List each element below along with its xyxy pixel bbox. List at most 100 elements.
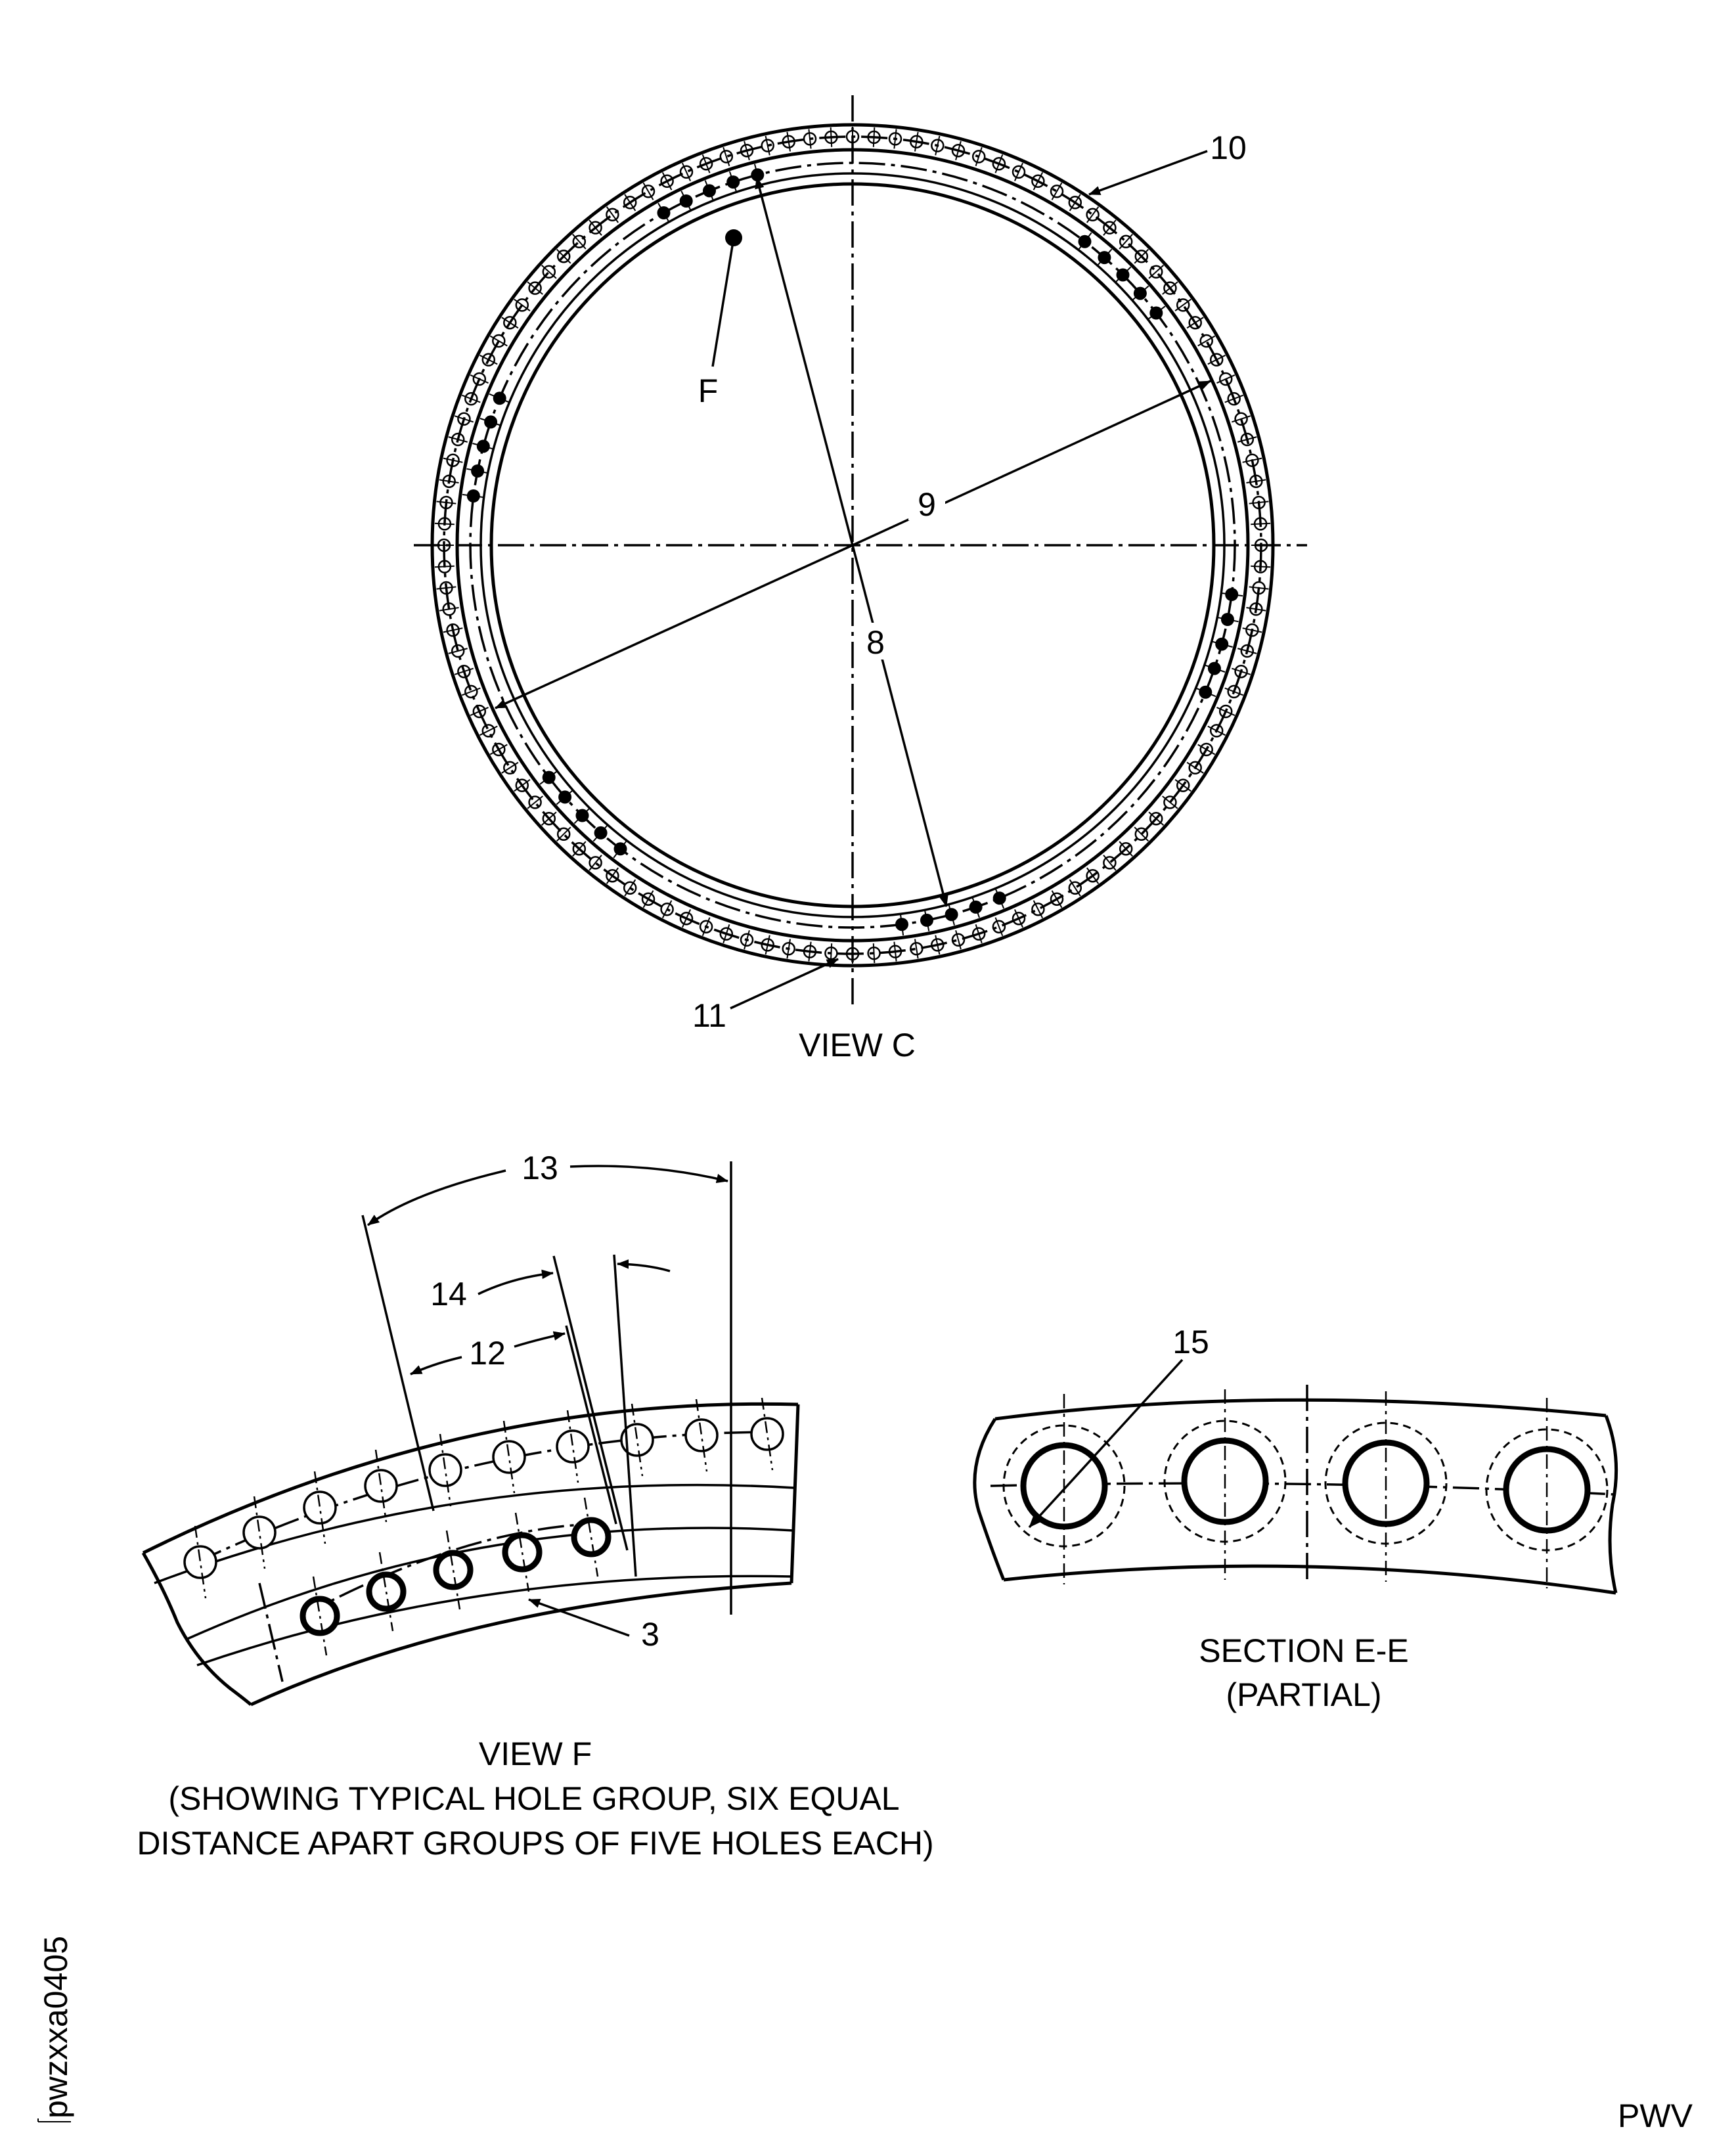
outer-bolt-hole	[1186, 315, 1204, 330]
extension-line-13-left	[361, 1215, 435, 1512]
outer-bolt-hole	[514, 298, 531, 312]
inner-hole	[703, 180, 716, 202]
inner-hole	[1114, 266, 1132, 284]
outer-bolt-hole	[436, 495, 456, 510]
extension-line-right	[613, 1254, 637, 1577]
outer-bolt-hole	[1119, 233, 1133, 250]
outer-bolt-hole	[1197, 742, 1216, 757]
outer-bolt-hole	[1012, 162, 1026, 181]
callout-13: 13	[522, 1150, 558, 1186]
outer-bolt-hole	[1050, 890, 1064, 908]
inner-hole	[472, 439, 495, 453]
outer-bolt-hole	[1237, 644, 1257, 658]
view-f-drilled-hole	[366, 1552, 407, 1632]
outer-bolt-hole	[888, 941, 902, 962]
dimension-line-14-right	[617, 1259, 671, 1272]
ring-bore-edge	[489, 182, 1216, 908]
outer-bolt-hole	[679, 909, 694, 928]
dimension-arc-13-right	[569, 1165, 728, 1184]
outer-bolt-hole	[448, 644, 468, 658]
section-hole	[1324, 1391, 1448, 1582]
view-f-open-hole	[303, 1471, 337, 1544]
outer-bolt-hole	[448, 432, 468, 447]
outer-bolt-hole	[699, 154, 713, 173]
outer-bolt-hole	[1031, 900, 1045, 919]
callout-14: 14	[430, 1276, 467, 1312]
outer-bolt-hole	[436, 581, 456, 595]
outer-bolt-hole	[1231, 664, 1251, 679]
outer-bolt-hole	[1216, 704, 1235, 719]
outer-bolt-hole	[1134, 826, 1149, 842]
section-e-e: 15 SECTION E-E (PARTIAL)	[973, 1324, 1618, 1713]
dimension-line-8	[755, 177, 854, 546]
section-left-break	[973, 1418, 1006, 1580]
view-f-caption-title: VIEW F	[479, 1736, 592, 1772]
outer-bolt-hole	[501, 761, 519, 775]
inner-hole	[1211, 637, 1233, 651]
view-f-step-line-1	[154, 1483, 795, 1584]
inner-hole	[1203, 661, 1226, 675]
inner-hole	[920, 909, 933, 931]
leader-f	[711, 237, 735, 367]
view-f-inner-edge	[250, 1581, 792, 1707]
dimension-arc-13	[367, 1169, 506, 1226]
inner-hole	[1195, 685, 1216, 699]
inner-hole	[679, 190, 693, 212]
outer-bolt-hole	[527, 281, 543, 295]
outer-bolt-hole	[782, 131, 795, 152]
outer-bolt-hole	[1207, 353, 1226, 367]
view-f-drilled-hole	[571, 1497, 612, 1577]
dimension-line-14	[478, 1269, 554, 1295]
view-f-caption-line3: DISTANCE APART GROUPS OF FIVE HOLES EACH…	[137, 1825, 933, 1862]
figure-id: pwzxxa0405	[37, 1936, 74, 2118]
outer-bolt-hole	[740, 141, 754, 160]
leader-11	[730, 958, 839, 1010]
view-f-open-hole	[183, 1525, 217, 1599]
view-f-open-hole	[684, 1399, 719, 1472]
inner-hole	[1077, 232, 1092, 251]
inner-hole	[466, 464, 489, 478]
inner-hole	[592, 824, 609, 842]
outer-bolt-hole	[434, 560, 455, 573]
outer-bolt-hole	[845, 127, 860, 146]
callout-10: 10	[1210, 129, 1247, 166]
outer-bolt-hole	[1174, 778, 1191, 792]
section-hole	[1485, 1398, 1609, 1588]
view-f-drilled-hole	[502, 1512, 543, 1592]
inner-hole	[945, 903, 958, 926]
outer-bolt-hole	[719, 924, 734, 944]
outer-bolt-hole	[845, 944, 860, 964]
leader-10	[1088, 150, 1208, 196]
outer-bolt-hole	[1246, 602, 1266, 616]
outer-bolt-hole	[439, 474, 459, 488]
view-f: 13 14 12 3 VIEW F (SHOWING TYPICAL HOLE …	[137, 1150, 933, 1862]
outer-bolt-hole	[470, 704, 489, 719]
outer-bolt-hole	[454, 664, 474, 679]
callout-9: 9	[918, 486, 936, 523]
outer-bolt-hole	[556, 826, 571, 842]
outer-bolt-hole	[1231, 412, 1251, 426]
view-f-open-hole	[364, 1449, 398, 1523]
outer-bolt-hole	[1237, 432, 1257, 447]
outer-bolt-hole	[1012, 909, 1026, 928]
outer-bolt-hole	[606, 206, 619, 223]
inner-hole	[726, 171, 740, 193]
outer-bolt-hole	[1068, 194, 1082, 212]
outer-bolt-hole	[527, 795, 543, 809]
callout-f: F	[698, 372, 719, 409]
view-f-outer-hole-centerline	[196, 1431, 776, 1563]
inner-hole-groups	[462, 164, 1243, 936]
view-f-step-line-3	[196, 1575, 793, 1667]
outer-bolt-hole	[1162, 281, 1178, 295]
dimension-line-12-right	[514, 1331, 566, 1348]
inner-hole	[573, 807, 591, 824]
outer-bolt-hole	[867, 943, 881, 964]
outer-bolt-hole	[1103, 219, 1117, 236]
inner-hole	[613, 840, 628, 859]
outer-bolt-hole	[992, 917, 1006, 937]
outer-bolt-hole	[470, 372, 489, 386]
inner-hole	[489, 392, 510, 405]
outer-bolt-hole	[971, 146, 986, 167]
outer-bolt-hole	[589, 855, 602, 871]
